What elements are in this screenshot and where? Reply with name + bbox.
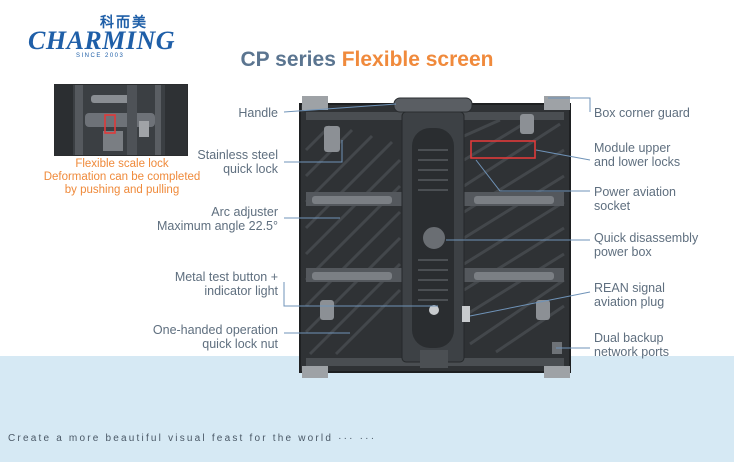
label-line: socket — [594, 199, 631, 213]
caption-line: Deformation can be completed — [43, 171, 201, 183]
label-line: REAN signal — [594, 281, 665, 295]
label-line: Maximum angle 22.5° — [156, 219, 278, 233]
tagline: Create a more beautiful visual feast for… — [8, 433, 377, 444]
label-network-ports: Dual backup network ports — [594, 331, 732, 359]
label-line: Stainless steel — [197, 148, 278, 162]
bottom-band — [0, 356, 734, 462]
brand-chinese-name: 科而美 — [100, 14, 148, 30]
label-rean-plug: REAN signal aviation plug — [594, 281, 732, 309]
label-arc-adjuster: Arc adjuster Maximum angle 22.5° — [128, 205, 278, 233]
label-corner-guard: Box corner guard — [594, 106, 732, 120]
brand-logo: 科而美 CHARMING SINCE 2003 — [22, 10, 176, 62]
label-line: Module upper — [594, 141, 671, 155]
label-line: Metal test button + — [174, 270, 278, 284]
label-handle: Handle — [180, 106, 278, 120]
label-line: quick lock nut — [202, 337, 278, 351]
page-title: CP series Flexible screen — [0, 48, 734, 72]
label-power-box: Quick disassembly power box — [594, 231, 732, 259]
label-line: and lower locks — [594, 155, 681, 169]
label-line: Quick disassembly — [594, 231, 699, 245]
label-line: network ports — [594, 345, 670, 359]
label-line: quick lock — [223, 162, 278, 176]
label-line: aviation plug — [594, 295, 665, 309]
label-line: Handle — [238, 106, 278, 120]
label-line: Arc adjuster — [211, 205, 278, 219]
label-module-locks: Module upper and lower locks — [594, 141, 732, 169]
title-series: CP series — [240, 48, 336, 71]
label-line: Power aviation — [594, 185, 676, 199]
title-product: Flexible screen — [341, 48, 494, 71]
label-power-socket: Power aviation socket — [594, 185, 732, 213]
label-line: indicator light — [204, 284, 278, 298]
scale-lock-detail-photo — [54, 84, 188, 156]
label-line: Dual backup — [594, 331, 664, 345]
caption-line: Flexible scale lock — [75, 158, 169, 170]
brand-wordmark: CHARMING — [28, 26, 176, 55]
scale-lock-detail-image — [55, 85, 187, 155]
label-line: One-handed operation — [152, 323, 278, 337]
label-test-button: Metal test button + indicator light — [128, 270, 278, 298]
label-line: Box corner guard — [594, 106, 690, 120]
label-line: power box — [594, 245, 652, 259]
label-quick-lock: Stainless steel quick lock — [160, 148, 278, 176]
label-lock-nut: One-handed operation quick lock nut — [120, 323, 278, 351]
scale-lock-caption: Flexible scale lock Deformation can be c… — [34, 158, 210, 197]
caption-line: by pushing and pulling — [64, 184, 180, 196]
brand-since: SINCE 2003 — [76, 53, 125, 59]
